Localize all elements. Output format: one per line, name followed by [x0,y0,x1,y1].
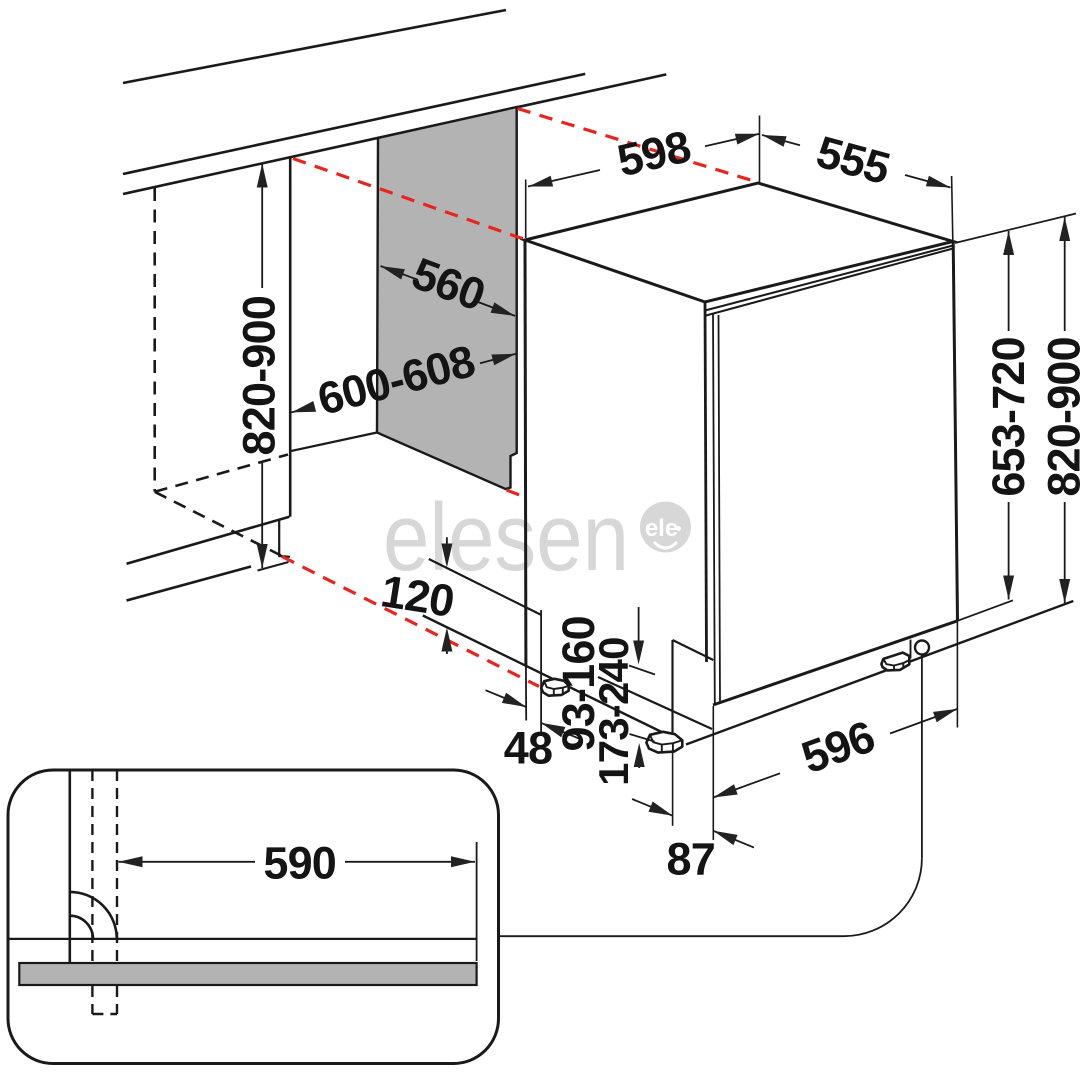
svg-text:93-160: 93-160 [553,616,604,751]
svg-text:590: 590 [263,838,336,889]
svg-text:87: 87 [666,833,714,884]
svg-text:ele: ele [645,515,678,542]
svg-text:653-720: 653-720 [983,337,1034,497]
svg-text:48: 48 [504,722,552,773]
svg-text:820-900: 820-900 [1038,337,1080,497]
svg-text:173-240: 173-240 [590,637,637,786]
svg-text:120: 120 [378,565,458,627]
svg-text:820-900: 820-900 [234,296,285,456]
svg-text:elesen: elesen [383,484,629,591]
